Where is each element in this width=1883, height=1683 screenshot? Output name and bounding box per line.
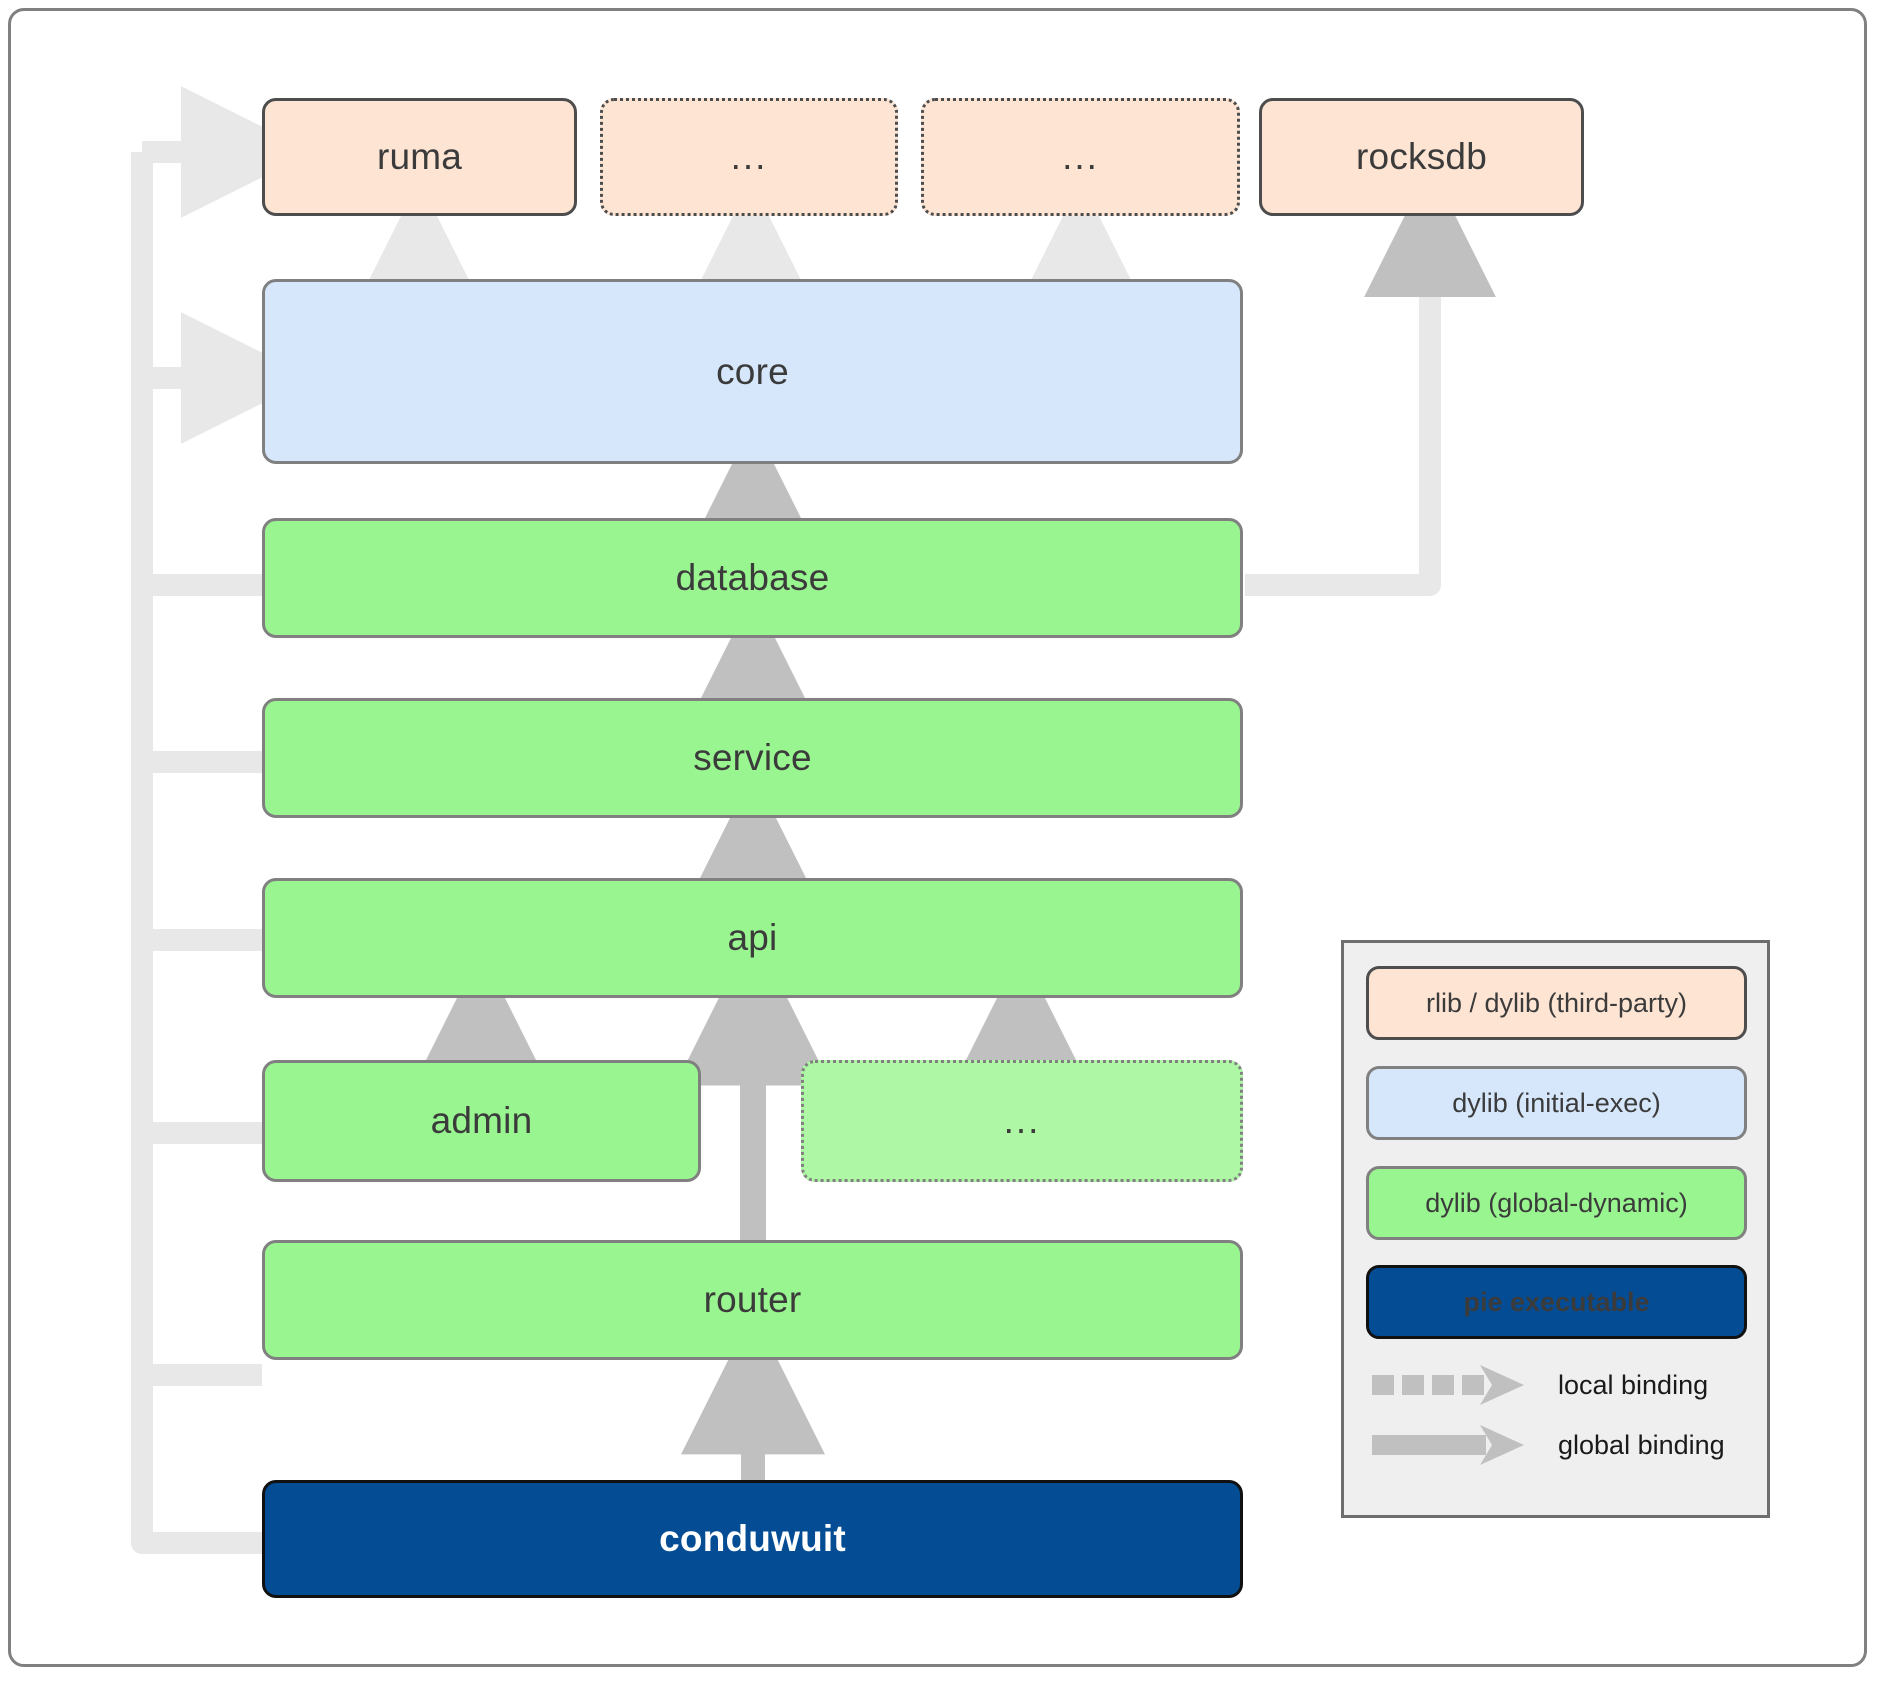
node-router[interactable]: router	[262, 1240, 1243, 1360]
legend-binding-local: local binding	[1368, 1361, 1749, 1409]
node-conduwuit-label: conduwuit	[659, 1518, 846, 1559]
legend-binding-local-label: local binding	[1558, 1369, 1709, 1400]
legend-item-initial-exec: dylib (initial-exec)	[1366, 1066, 1747, 1140]
node-database[interactable]: database	[262, 518, 1243, 638]
legend-item-pie-executable-label: pie executable	[1463, 1286, 1650, 1317]
node-api[interactable]: api	[262, 878, 1243, 998]
legend-panel: rlib / dylib (third-party) dylib (initia…	[1341, 940, 1770, 1518]
legend-item-third-party: rlib / dylib (third-party)	[1366, 966, 1747, 1040]
node-top-placeholder-a[interactable]: ...	[600, 98, 898, 216]
legend-binding-global-label: global binding	[1558, 1429, 1725, 1460]
node-api-label: api	[727, 917, 778, 958]
edge-conduwuit-trunk	[131, 152, 262, 1554]
legend-item-pie-executable: pie executable	[1366, 1265, 1747, 1339]
node-core-label: core	[716, 350, 789, 392]
legend-item-initial-exec-label: dylib (initial-exec)	[1452, 1087, 1661, 1118]
node-top-placeholder-b-label: ...	[1062, 136, 1099, 177]
node-router-label: router	[703, 1279, 802, 1320]
legend-item-third-party-label: rlib / dylib (third-party)	[1425, 987, 1688, 1018]
node-admin[interactable]: admin	[262, 1060, 701, 1182]
node-service[interactable]: service	[262, 698, 1243, 818]
node-conduwuit[interactable]: conduwuit	[262, 1480, 1243, 1598]
legend-item-global-dynamic: dylib (global-dynamic)	[1366, 1166, 1747, 1240]
node-admin-label: admin	[430, 1100, 533, 1141]
node-ruma[interactable]: ruma	[262, 98, 577, 216]
dashed-arrow-icon	[1372, 1365, 1524, 1405]
edge-database-rocksdb	[1245, 165, 1496, 596]
node-top-placeholder-a-label: ...	[730, 136, 768, 177]
node-rocksdb[interactable]: rocksdb	[1259, 98, 1584, 216]
legend-item-global-dynamic-label: dylib (global-dynamic)	[1425, 1187, 1688, 1218]
edge-conduwuit-trunk-heads	[142, 86, 313, 444]
legend-binding-global: global binding	[1368, 1421, 1749, 1469]
node-database-label: database	[675, 557, 830, 598]
node-extension-placeholder[interactable]: ...	[801, 1060, 1243, 1182]
node-rocksdb-label: rocksdb	[1356, 136, 1487, 177]
node-ruma-label: ruma	[376, 136, 463, 177]
node-core[interactable]: core	[262, 279, 1243, 464]
solid-arrow-icon	[1372, 1425, 1524, 1465]
node-top-placeholder-b[interactable]: ...	[921, 98, 1240, 216]
node-service-label: service	[693, 737, 812, 778]
node-extension-placeholder-label: ...	[1003, 1100, 1041, 1141]
